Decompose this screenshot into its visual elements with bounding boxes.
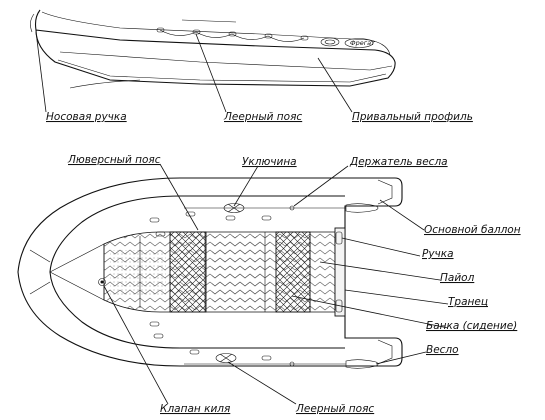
bow-inner	[49, 243, 105, 301]
tube-cone-top	[377, 179, 393, 205]
side-view: Фрегат Носовая ручка Леерный пояс Привал…	[30, 9, 473, 123]
side-hull-top	[34, 9, 396, 87]
label-bow-handle: Носовая ручка	[46, 111, 127, 123]
bench-seat-rear	[275, 231, 311, 313]
oar-holder-bottom	[289, 361, 295, 367]
label-handle: Ручка	[422, 248, 454, 260]
side-hull-bottom	[69, 79, 141, 89]
bench-seat-front	[169, 231, 207, 313]
eyelet-clip	[185, 211, 196, 217]
side-lifeline-clip	[156, 27, 165, 33]
eyelet-clip	[155, 231, 166, 237]
label-lifeline-top: Леерный пояс	[223, 111, 302, 123]
side-lifeline-clip	[264, 33, 273, 39]
eyelet-clip	[225, 215, 236, 221]
brand-logo-text: Фрегат	[350, 39, 375, 47]
eyelet-clip	[149, 321, 160, 327]
fender-profile-line	[59, 51, 393, 71]
label-bench: Банка (сидение)	[426, 320, 517, 332]
side-top-handle	[181, 19, 237, 23]
label-oarlock: Уключина	[242, 156, 297, 168]
side-lifeline-clip	[228, 31, 237, 37]
label-oar: Весло	[426, 344, 459, 356]
bow-handle	[30, 13, 35, 33]
eyelet-clip	[261, 355, 272, 361]
eyelet-clip	[153, 333, 164, 339]
eyelet-clip	[261, 215, 272, 221]
label-main-tube: Основной баллон	[424, 224, 521, 236]
label-transom: Транец	[448, 296, 488, 308]
main-tube-outer	[17, 177, 403, 367]
tube-cone-bottom	[377, 339, 393, 365]
side-valve-icon	[320, 37, 340, 47]
oarlock-top-icon	[223, 203, 245, 213]
oarlock-bottom-icon	[215, 353, 237, 363]
eyelet-clip	[189, 349, 200, 355]
side-lifeline-clip	[300, 35, 309, 41]
top-view: Люверсный пояс Уключина Держатель весла …	[17, 154, 521, 415]
oar-holder-top	[289, 205, 295, 211]
eyelet-clip	[149, 217, 160, 223]
label-fender-profile: Привальный профиль	[352, 111, 473, 123]
side-hull-waterline	[57, 59, 387, 83]
side-hull-inner	[41, 11, 391, 56]
keel-valve-icon	[98, 278, 106, 286]
label-eyelet-belt: Люверсный пояс	[67, 154, 161, 166]
side-lifeline-rope	[159, 29, 305, 42]
label-lifeline-bottom: Леерный пояс	[295, 403, 374, 415]
label-keel-valve: Клапан киля	[160, 403, 230, 415]
transom	[334, 227, 346, 317]
label-oar-holder: Держатель весла	[349, 156, 448, 168]
label-floor: Пайол	[440, 272, 475, 284]
side-lifeline-clip	[192, 29, 201, 35]
